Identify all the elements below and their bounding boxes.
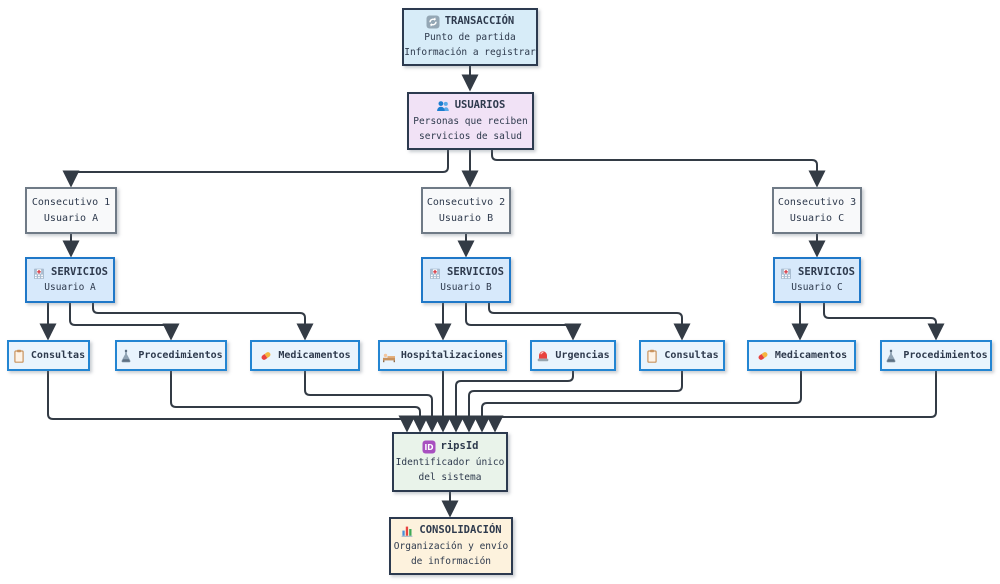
node-line: Identificador único [395,456,505,468]
node-title: Medicamentos [774,350,848,361]
chart-icon [400,524,414,538]
node-line: del sistema [418,471,482,483]
transaction-icon [426,15,440,29]
node-line: Consecutivo 2 [426,196,506,208]
node-usuarios: USUARIOS Personas que reciben servicios … [407,92,534,150]
id-icon [422,440,436,454]
node-line: Usuario B [438,212,494,224]
node-line: Punto de partida [424,31,516,43]
alembic-icon [119,349,133,363]
clipboard-icon [12,349,26,363]
node-title: Urgencias [555,350,610,361]
edge-servB-consultasB [488,303,691,341]
bed-icon [382,349,396,363]
edge-usuarios-consec3 [491,150,826,188]
node-transaccion: TRANSACCIÓN Punto de partida Información… [402,8,538,66]
node-title: SERVICIOS [51,265,108,278]
node-procedimientos-a: Procedimientos [115,340,227,371]
node-line: Usuario C [789,212,845,224]
node-line: Usuario A [44,282,96,294]
node-line: de información [410,555,492,567]
edge-servA-medA [92,303,314,341]
node-servicios-a: SERVICIOS Usuario A [25,257,115,303]
pill-icon [756,349,770,363]
edge-medC-ripsid [473,371,802,433]
node-line: Organización y envío [393,540,509,552]
hospital-icon [32,266,46,280]
node-medicamentos-c: Medicamentos [747,340,856,371]
clipboard-icon [645,349,659,363]
edge-servB-urg [465,303,582,341]
node-line: Consecutivo 1 [31,196,111,208]
pill-icon [259,349,273,363]
node-consecutivo-2: Consecutivo 2 Usuario B [421,187,511,234]
node-consecutivo-3: Consecutivo 3 Usuario C [772,187,862,234]
node-title: USUARIOS [454,99,506,112]
edge-consultasA-ripsid [47,371,416,433]
node-title: Hospitalizaciones [400,350,504,361]
node-line: Personas que reciben [413,115,528,127]
node-line: Información a registrar [404,46,536,58]
node-title: Procedimientos [903,350,988,361]
node-title: SERVICIOS [447,265,504,278]
node-title: SERVICIOS [798,265,855,278]
hospital-icon [428,266,442,280]
edge-procC-ripsid [486,371,937,433]
node-line: Consecutivo 3 [777,196,857,208]
node-line: Usuario C [791,282,843,294]
edge-procA-ripsid [170,371,429,433]
edge-usuarios-consec1 [62,150,449,188]
node-procedimientos-c: Procedimientos [880,340,992,371]
alembic-icon [884,349,898,363]
node-consultas-b: Consultas [639,340,725,371]
node-line: Usuario A [43,212,99,224]
edge-medA-ripsid [304,371,441,433]
siren-icon [536,349,550,363]
node-line: servicios de salud [419,130,522,142]
hospital-icon [779,266,793,280]
node-title: Medicamentos [278,350,351,361]
node-title: CONSOLIDACIÓN [419,524,502,537]
node-urgencias: Urgencias [530,340,616,371]
node-servicios-c: SERVICIOS Usuario C [773,257,861,303]
node-title: ripsId [440,440,479,453]
node-consecutivo-1: Consecutivo 1 Usuario A [25,187,117,234]
node-title: Consultas [664,350,719,361]
edge-servA-procA [69,303,180,341]
node-medicamentos-a: Medicamentos [250,340,360,371]
node-consolidacion: CONSOLIDACIÓN Organización y envío de in… [389,517,513,575]
edge-urg-ripsid [447,371,574,433]
node-line: Usuario B [440,282,492,294]
node-title: Procedimientos [138,350,223,361]
edge-consultasB-ripsid [460,371,683,433]
node-title: TRANSACCIÓN [444,15,515,28]
node-hospitalizaciones: Hospitalizaciones [378,340,507,371]
node-title: Consultas [30,350,86,361]
node-ripsid: ripsId Identificador único del sistema [392,432,508,492]
edge-servC-procC [823,303,945,341]
node-servicios-b: SERVICIOS Usuario B [421,257,511,303]
users-icon [436,99,450,113]
node-consultas-a: Consultas [7,340,90,371]
